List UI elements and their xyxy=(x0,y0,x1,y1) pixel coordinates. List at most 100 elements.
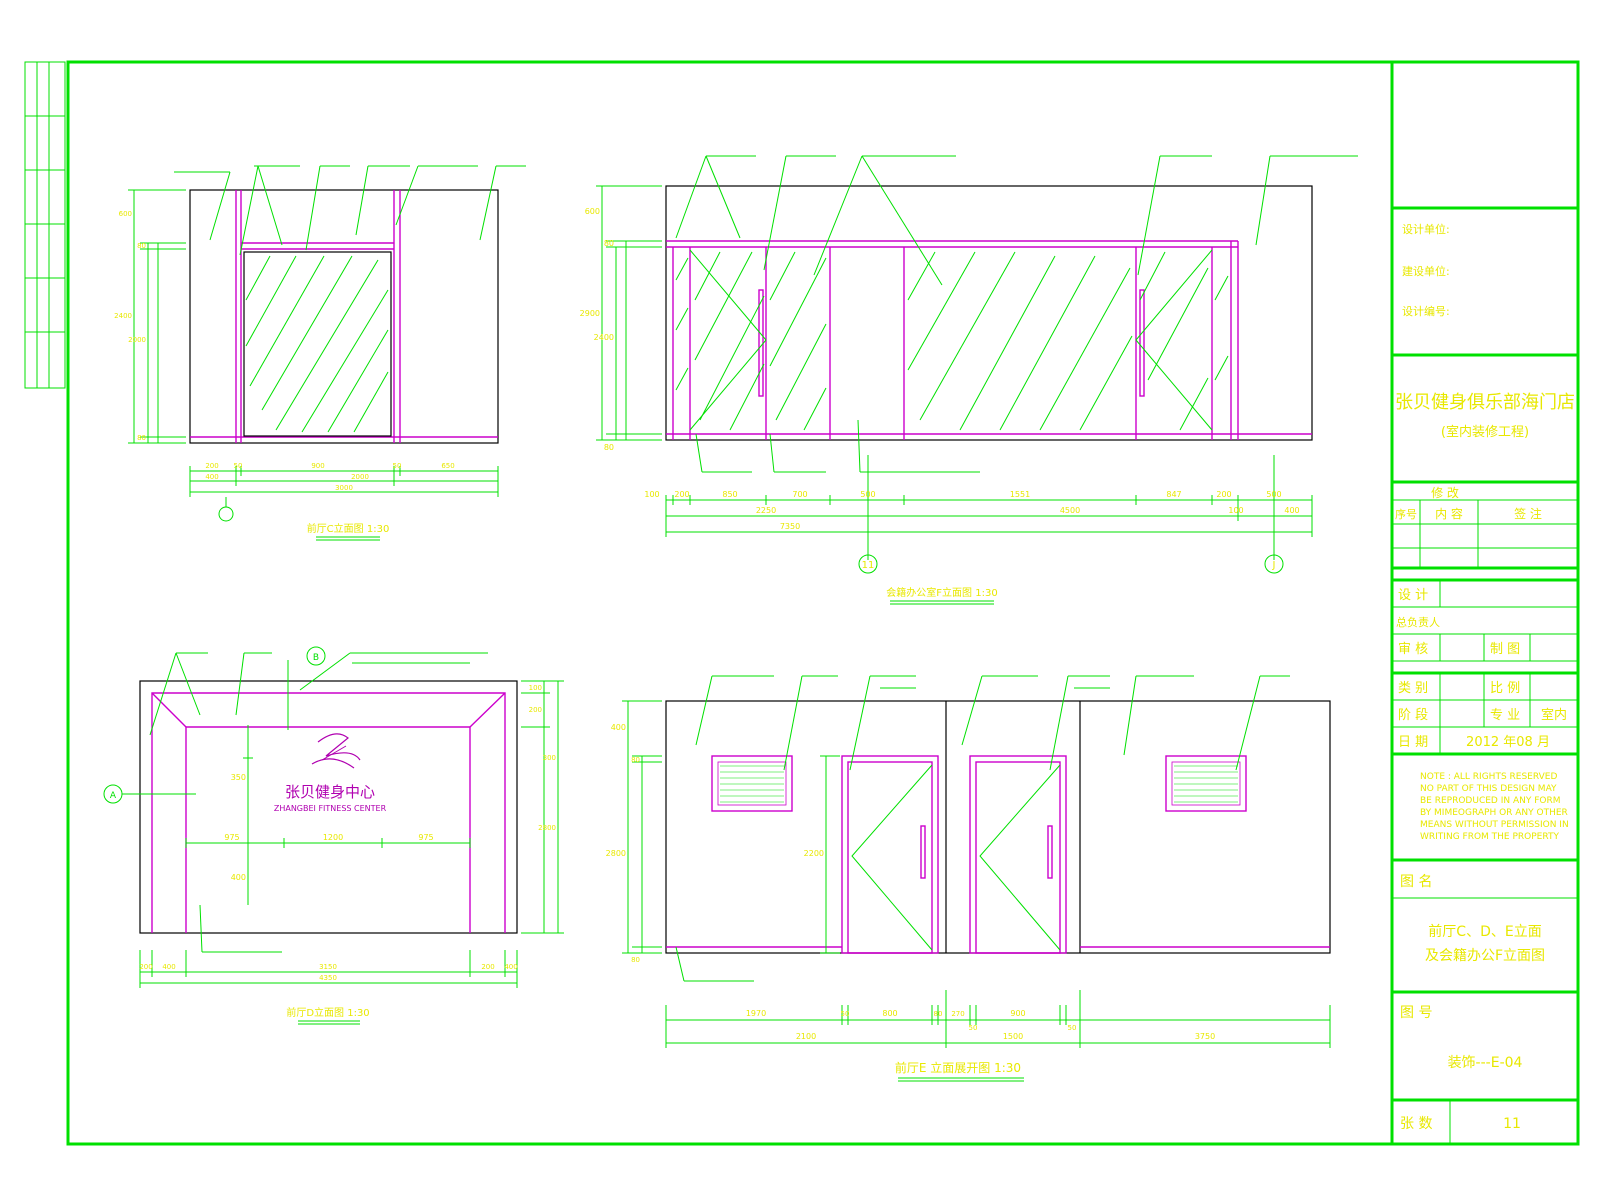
dim-text: 600 xyxy=(585,207,600,216)
section-marker-a xyxy=(103,784,123,804)
date-value: 2012 年08 月 xyxy=(1466,735,1550,750)
glass-hatch xyxy=(675,251,1229,431)
leaders xyxy=(675,675,1290,982)
dim-text: 400 xyxy=(205,473,218,481)
glass-hatch xyxy=(245,255,389,433)
dim-text: 847 xyxy=(1166,490,1181,499)
dim-text: 2400 xyxy=(594,333,614,342)
view-f-elevation: 11 J 100 200 850 700 500 1551 847 200 50… xyxy=(580,155,1358,605)
dim-text: 50 xyxy=(234,462,243,470)
dim-text: 2900 xyxy=(580,309,600,318)
leaders xyxy=(675,155,1358,473)
label-design: 设 计 xyxy=(1398,588,1428,603)
copyright-line-5: MEANS WITHOUT PERMISSION IN xyxy=(1420,820,1569,830)
project-name: 张贝健身俱乐部海门店 xyxy=(1395,392,1575,413)
dim-text: 400 xyxy=(162,963,175,971)
discipline-value: 室内 xyxy=(1541,707,1567,723)
dim-text: 50 xyxy=(841,1010,850,1018)
dim-text: 200 xyxy=(529,706,542,714)
dim-text: 100 xyxy=(1228,506,1243,515)
label-sheet: 张 数 xyxy=(1400,1116,1432,1132)
drawing-name-2: 及会籍办公F立面图 xyxy=(1425,947,1545,964)
dim-text: 1970 xyxy=(746,1009,766,1018)
dim-text: 2000 xyxy=(128,336,146,344)
view-d-title: 前厅D立面图 1:30 xyxy=(286,1006,369,1019)
copyright-line-6: WRITING FROM THE PROPERTY xyxy=(1420,832,1559,842)
dim-text: 900 xyxy=(1010,1009,1025,1018)
view-f-title: 会籍办公室F立面图 1:30 xyxy=(886,586,997,599)
sheet-border xyxy=(66,60,1580,1146)
vent-grille xyxy=(711,755,793,812)
dimensions xyxy=(622,700,1331,1048)
marker-label: A xyxy=(110,791,117,801)
label-drawing-no: 图 号 xyxy=(1400,1005,1432,1021)
dim-text: 975 xyxy=(418,833,433,842)
dim-text: 1500 xyxy=(1003,1032,1023,1041)
dim-text: 400 xyxy=(611,723,626,732)
axis-label: J xyxy=(1272,560,1276,571)
dim-text: 3150 xyxy=(319,963,337,971)
dim-text: 650 xyxy=(441,462,454,470)
dim-text: 3000 xyxy=(335,484,353,492)
revision-col-content: 内 容 xyxy=(1435,506,1463,521)
dim-text: 3750 xyxy=(1195,1032,1215,1041)
axis-label: 11 xyxy=(862,560,875,571)
view-e-title: 前厅E 立面展开图 1:30 xyxy=(895,1060,1021,1075)
dim-text: 350 xyxy=(231,773,246,782)
label-category: 类 别 xyxy=(1398,681,1428,696)
label-date: 日 期 xyxy=(1398,735,1428,750)
dim-text: 2200 xyxy=(804,849,824,858)
dim-text: 700 xyxy=(792,490,807,499)
dim-text: 200 xyxy=(1216,490,1231,499)
dim-text: 80 xyxy=(631,756,640,764)
dim-text: 400 xyxy=(1284,506,1299,515)
copyright-line-2: NO PART OF THIS DESIGN MAY xyxy=(1420,784,1557,794)
leaders xyxy=(174,165,526,256)
dim-text: 800 xyxy=(882,1009,897,1018)
dim-text: 2400 xyxy=(114,312,132,320)
dim-text: 1200 xyxy=(323,833,343,842)
section-marker-b xyxy=(306,646,326,666)
dim-text: 850 xyxy=(722,490,737,499)
dim-text: 200 xyxy=(674,490,689,499)
dim-text: 50 xyxy=(969,1024,978,1032)
dim-text: 80 xyxy=(604,443,614,452)
title-block: 设计单位: 建设单位: 设计编号: 张贝健身俱乐部海门店 (室内装修工程) 修 … xyxy=(1390,62,1578,1144)
dim-text: 200 xyxy=(205,462,218,470)
revision-col-sign: 签 注 xyxy=(1514,506,1542,521)
dim-text: 4350 xyxy=(319,974,337,982)
dim-text: 200 xyxy=(481,963,494,971)
dim-text: 50 xyxy=(393,462,402,470)
door-swing-lines xyxy=(689,249,1213,431)
logo-chinese: 张贝健身中心 xyxy=(285,783,375,801)
dim-text: 80 xyxy=(631,956,640,964)
copyright-line-3: BE REPRODUCED IN ANY FORM xyxy=(1420,796,1560,806)
logo-mark xyxy=(311,733,361,769)
field-design-unit: 设计单位: xyxy=(1402,222,1450,236)
dim-text: 80 xyxy=(934,1010,943,1018)
dim-text: 400 xyxy=(504,963,517,971)
binding-strip xyxy=(24,61,66,389)
dim-text: 400 xyxy=(231,873,246,882)
view-c-title: 前厅C立面图 1:30 xyxy=(307,522,390,535)
dimensions xyxy=(128,189,499,507)
dim-text: 50 xyxy=(1068,1024,1077,1032)
dim-text: 500 xyxy=(1266,490,1281,499)
label-drawn: 制 图 xyxy=(1490,642,1520,657)
marker-label: B xyxy=(313,653,319,663)
copyright-line-4: BY MIMEOGRAPH OR ANY OTHER xyxy=(1420,808,1568,818)
leaders xyxy=(122,652,488,953)
dim-text: 2800 xyxy=(606,849,626,858)
dim-text: 80 xyxy=(137,434,146,442)
axis-marker-j xyxy=(1264,554,1284,574)
dim-text: 600 xyxy=(119,210,132,218)
label-drawing-name: 图 名 xyxy=(1400,874,1432,890)
drawing-no: 装饰---E-04 xyxy=(1448,1055,1523,1071)
drawing-name-1: 前厅C、D、E立面 xyxy=(1428,923,1541,940)
dim-text: 1551 xyxy=(1010,490,1030,499)
view-d-elevation: 张贝健身中心 ZHANGBEI FITNESS CENTER xyxy=(103,646,564,1025)
dimensions xyxy=(596,185,1313,560)
dim-text: 270 xyxy=(951,1010,964,1018)
axis-marker-11 xyxy=(858,554,878,574)
vent-grille xyxy=(1165,755,1247,812)
